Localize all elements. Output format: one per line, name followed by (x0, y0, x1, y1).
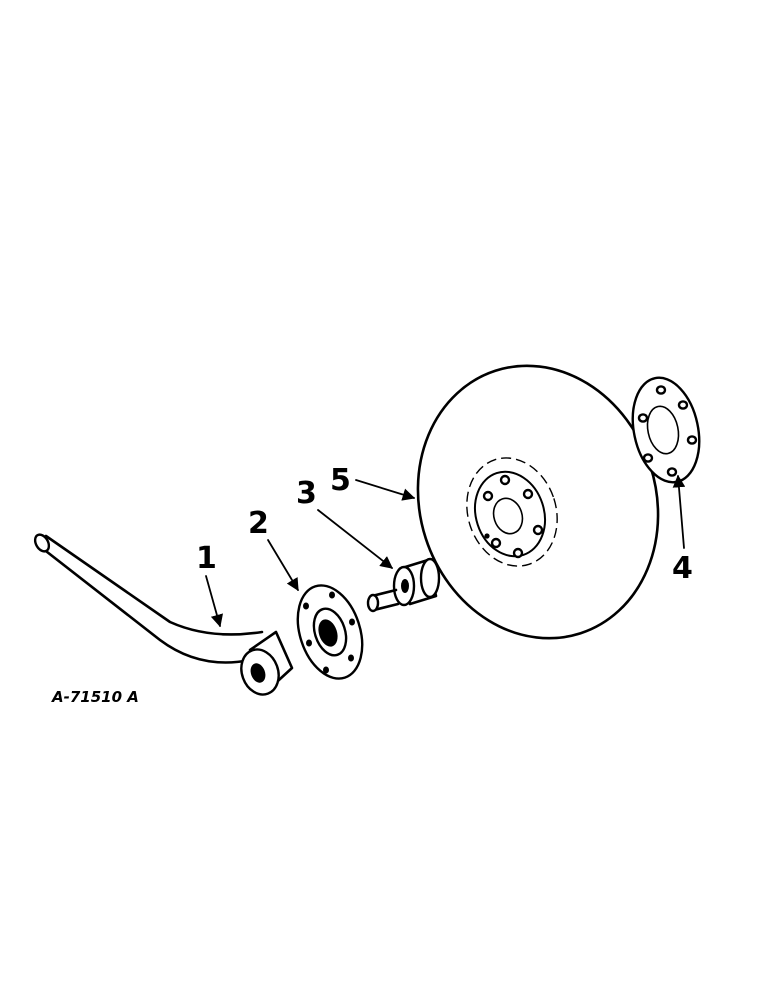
leader-3 (317, 509, 393, 569)
hub-flange-icon (296, 584, 364, 680)
callout-3: 3 (296, 476, 317, 511)
washer-plate-icon (631, 376, 701, 484)
callout-2: 2 (248, 506, 269, 541)
disc-blade-icon (416, 364, 660, 640)
callout-1: 1 (196, 541, 217, 576)
figure-id: A-71510 A (51, 688, 139, 706)
spindle-icon (366, 557, 441, 613)
callout-4: 4 (672, 551, 693, 586)
callout-5: 5 (330, 463, 351, 498)
leader-1 (205, 575, 224, 628)
leader-4 (672, 474, 686, 549)
bent-arm-icon (33, 533, 294, 696)
leader-2 (267, 539, 299, 592)
leader-5 (355, 479, 416, 501)
